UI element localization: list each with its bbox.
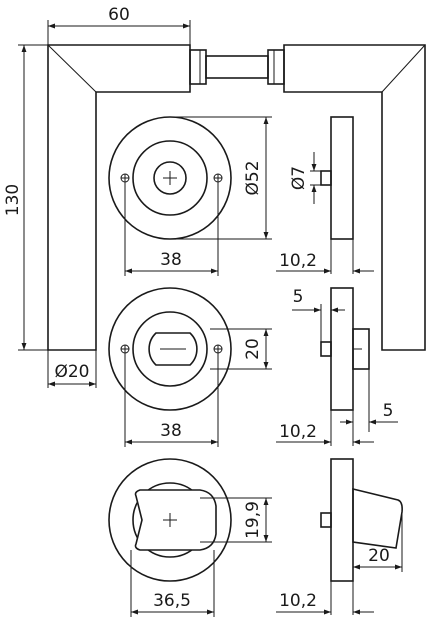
dim-top-width: 60 — [47, 5, 191, 45]
dim-offset-left: 5 — [292, 287, 345, 342]
label-hole-spacing-2: 38 — [160, 421, 182, 441]
dim-total-height: 130 — [3, 44, 48, 351]
dim-thickness-2: 10,2 — [276, 410, 374, 446]
label-stem-diameter: Ø20 — [54, 362, 89, 382]
dim-turn-height: 19,9 — [200, 497, 272, 543]
dim-hole-spacing-1: 38 — [124, 182, 219, 276]
right-lever-handle — [267, 44, 426, 351]
dim-thickness-1: 10,2 — [276, 239, 374, 274]
dim-knob-length: 20 — [352, 512, 403, 572]
dim-offset-right: 5 — [340, 369, 398, 432]
label-knob-length: 20 — [368, 546, 390, 566]
rosette-front-2 — [108, 287, 232, 411]
dim-turn-width: 36,5 — [130, 550, 215, 617]
dim-stem-diameter: Ø20 — [47, 350, 97, 388]
label-turn-height: 19,9 — [243, 501, 263, 539]
dim-rosette-diameter: Ø52 — [170, 116, 272, 240]
label-thickness-1: 10,2 — [279, 251, 317, 271]
rosette-side-3 — [320, 458, 403, 582]
rosette-front-1 — [108, 116, 232, 240]
spindle — [205, 55, 269, 79]
label-offset-right: 5 — [383, 401, 394, 421]
dim-spindle-diameter: Ø7 — [289, 152, 321, 204]
rosette-side-1 — [320, 116, 354, 240]
dim-knob-width: 20 — [210, 328, 272, 370]
rosette-side-2 — [320, 287, 370, 411]
label-top-width: 60 — [108, 5, 130, 25]
label-hole-spacing-1: 38 — [160, 250, 182, 270]
label-thickness-2: 10,2 — [279, 422, 317, 442]
label-spindle-diameter: Ø7 — [289, 166, 309, 190]
dim-thickness-3: 10,2 — [276, 581, 374, 615]
dim-hole-spacing-2: 38 — [124, 353, 219, 447]
label-knob-width: 20 — [243, 338, 263, 360]
label-total-height: 130 — [3, 184, 23, 216]
left-lever-handle — [47, 44, 207, 351]
rosette-front-3 — [108, 458, 232, 582]
label-rosette-diameter: Ø52 — [243, 160, 263, 195]
label-offset-left: 5 — [293, 287, 304, 307]
label-turn-width: 36,5 — [153, 591, 191, 611]
label-thickness-3: 10,2 — [279, 591, 317, 611]
